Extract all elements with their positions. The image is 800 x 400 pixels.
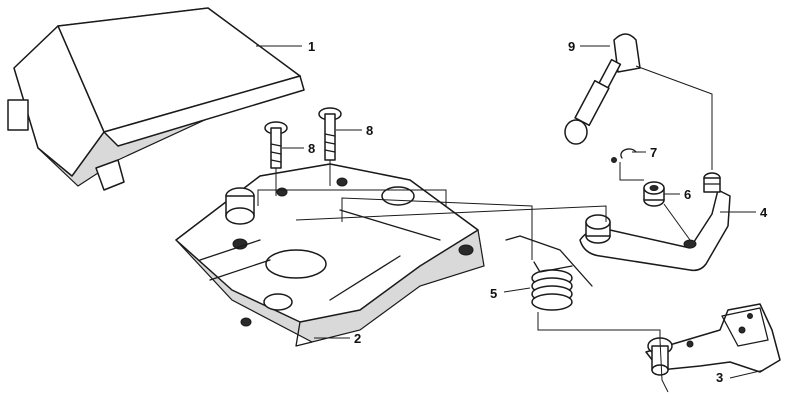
callout-3: 3 bbox=[716, 370, 723, 385]
callout-9: 9 bbox=[568, 39, 575, 54]
bolt-front-part bbox=[264, 121, 288, 169]
bushing-part bbox=[643, 181, 665, 207]
callout-4: 4 bbox=[760, 205, 768, 220]
callout-2: 2 bbox=[354, 331, 361, 346]
callout-8-front: 8 bbox=[308, 141, 315, 156]
spring-part bbox=[505, 235, 593, 311]
gear-lever-part bbox=[564, 33, 641, 145]
callout-1: 1 bbox=[308, 39, 315, 54]
assembly-lines bbox=[257, 65, 713, 393]
base-plate-part bbox=[175, 163, 485, 347]
callout-7: 7 bbox=[650, 145, 657, 160]
cover-part bbox=[7, 7, 305, 191]
callout-8-rear: 8 bbox=[366, 123, 373, 138]
selector-bracket-part bbox=[645, 303, 781, 376]
callout-6: 6 bbox=[684, 187, 691, 202]
shift-lever-plate-part bbox=[579, 172, 731, 272]
callout-5: 5 bbox=[490, 286, 497, 301]
callout-labels: 1 2 3 4 5 6 7 8 8 9 bbox=[308, 39, 768, 385]
clip-part bbox=[611, 148, 637, 163]
bolt-rear-part bbox=[318, 107, 342, 161]
callout-leaders bbox=[256, 45, 765, 379]
